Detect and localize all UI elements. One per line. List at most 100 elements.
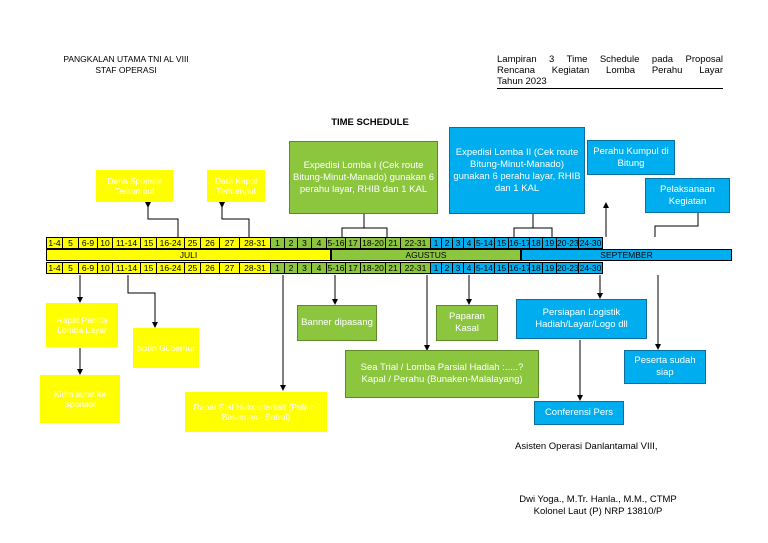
- day-cell-agustus: 2: [285, 237, 298, 249]
- month-agustus: AGUSTUS: [331, 249, 521, 261]
- day-cell-agustus: 21: [386, 237, 401, 249]
- day-cell-juli: 15: [141, 262, 157, 274]
- day-cell-agustus: 17: [346, 237, 361, 249]
- box-pelaksanaan: Pelaksanaan Kegiatan: [645, 178, 730, 213]
- month-juli: JULI: [46, 249, 331, 261]
- day-cell-agustus: 5-16: [327, 237, 346, 249]
- box-banner-text: Banner dipasang: [301, 317, 373, 328]
- signature-name: Dwi Yoga., M.Tr. Hanla., M.M., CTMP: [519, 494, 677, 505]
- box-paparan-text: Paparan Kasal: [449, 311, 485, 334]
- attachment-line-2: Rencana Kegiatan Lomba Perahu Layar: [497, 65, 723, 76]
- box-perahu-kumpul-text: Perahu Kumpul di Bitung: [593, 145, 669, 169]
- day-cell-september: 3: [453, 237, 464, 249]
- day-cell-juli: 11-14: [113, 237, 141, 249]
- day-cell-september: 1: [431, 237, 442, 249]
- day-cell-september: 20-23: [557, 237, 579, 249]
- box-expedisi-2: Expedisi Lomba II (Cek route Bitung-Minu…: [449, 127, 585, 214]
- box-sea-trial: Sea Trial / Lomba Parsial Hadiah :.....?…: [345, 350, 539, 398]
- day-cell-september: 4: [464, 262, 475, 274]
- day-cell-september: 24-30: [579, 237, 603, 249]
- day-cell-juli: 1-4: [46, 262, 63, 274]
- box-dana-sponsor: Dana Sponsor Terkumpul: [96, 170, 173, 202]
- attachment-line-3: Tahun 2023: [497, 76, 547, 87]
- box-data-kapal: Data Kapal Terkumpul: [207, 170, 265, 202]
- box-expedisi-1-text: Expedisi Lomba I (Cek route Bitung-Minut…: [292, 159, 434, 195]
- box-rapat-panitia: Rapat Panitia Lomba Layar: [46, 303, 118, 347]
- day-cell-agustus: 4: [312, 262, 327, 274]
- day-cell-september: 18: [530, 262, 543, 274]
- box-data-kapal-text: Data Kapal Terkumpul: [214, 176, 258, 196]
- day-cell-juli: 25: [185, 262, 201, 274]
- box-expedisi-2-text: Expedisi Lomba II (Cek route Bitung-Minu…: [453, 146, 581, 194]
- org-name: PANGKALAN UTAMA TNI AL VIII: [63, 54, 189, 64]
- box-peserta-text: Peserta sudah siap: [634, 355, 696, 378]
- day-cell-september: 19: [543, 237, 557, 249]
- day-cell-juli: 16-24: [157, 262, 185, 274]
- day-cell-september: 2: [442, 262, 453, 274]
- box-sprin: Sprin Gubernur: [133, 328, 199, 368]
- box-rapat-staf: Rapat Staf Hidros terkait (Polair - Basa…: [185, 392, 327, 432]
- day-cell-agustus: 3: [298, 237, 312, 249]
- org-header: PANGKALAN UTAMA TNI AL VIII STAF OPERASI: [46, 54, 206, 76]
- day-cell-juli: 1-4: [46, 237, 63, 249]
- day-cell-agustus: 2: [285, 262, 298, 274]
- day-cell-juli: 10: [98, 262, 113, 274]
- day-cell-juli: 5: [63, 237, 79, 249]
- day-cell-juli: 11-14: [113, 262, 141, 274]
- day-cell-agustus: 1: [271, 237, 285, 249]
- day-cell-september: 2: [442, 237, 453, 249]
- day-cell-juli: 27: [220, 237, 240, 249]
- day-cell-agustus: 18-20: [361, 237, 386, 249]
- day-cell-september: 15: [495, 262, 509, 274]
- box-peserta: Peserta sudah siap: [624, 350, 706, 384]
- day-cell-september: 4: [464, 237, 475, 249]
- box-sea-trial-text: Sea Trial / Lomba Parsial Hadiah :.....?…: [360, 362, 524, 385]
- box-banner: Banner dipasang: [297, 305, 377, 341]
- attachment-header: Lampiran 3 Time Schedule pada Proposal R…: [497, 54, 723, 89]
- day-cell-juli: 10: [98, 237, 113, 249]
- signature-role: Asisten Operasi Danlantamal VIII,: [515, 441, 658, 452]
- day-cell-juli: 27: [220, 262, 240, 274]
- box-perahu-kumpul: Perahu Kumpul di Bitung: [587, 140, 675, 175]
- box-expedisi-1: Expedisi Lomba I (Cek route Bitung-Minut…: [289, 141, 438, 214]
- day-cell-juli: 6-9: [79, 262, 98, 274]
- attachment-line-1: Lampiran 3 Time Schedule pada Proposal: [497, 54, 723, 65]
- box-kirim-surat-text: Kirim surat ke Sponsor: [54, 389, 106, 409]
- box-dana-sponsor-text: Dana Sponsor Terkumpul: [107, 176, 162, 196]
- box-konferensi-text: Conferensi Pers: [544, 407, 614, 418]
- box-rapat-staf-text: Rapat Staf Hidros terkait (Polair - Basa…: [193, 402, 319, 422]
- day-cell-juli: 26: [201, 237, 220, 249]
- page-title: TIME SCHEDULE: [331, 117, 409, 128]
- day-cell-september: 5-14: [475, 262, 495, 274]
- org-unit: STAF OPERASI: [95, 65, 157, 75]
- day-cell-agustus: 1: [271, 262, 285, 274]
- day-cell-agustus: 5-16: [327, 262, 346, 274]
- day-cell-september: 19: [543, 262, 557, 274]
- box-pelaksanaan-text: Pelaksanaan Kegiatan: [660, 183, 715, 207]
- day-cell-agustus: 21: [386, 262, 401, 274]
- day-cell-september: 16-17: [509, 262, 530, 274]
- day-cell-juli: 16-24: [157, 237, 185, 249]
- box-rapat-panitia-text: Rapat Panitia Lomba Layar: [56, 315, 108, 335]
- day-cell-september: 15: [495, 237, 509, 249]
- day-cell-juli: 6-9: [79, 237, 98, 249]
- day-cell-september: 20-23: [557, 262, 579, 274]
- day-cell-juli: 28-31: [240, 262, 271, 274]
- day-cell-agustus: 22-31: [401, 237, 431, 249]
- month-september: SEPTEMBER: [521, 249, 732, 261]
- day-cell-juli: 15: [141, 237, 157, 249]
- box-sprin-text: Sprin Gubernur: [136, 343, 196, 353]
- day-cell-agustus: 4: [312, 237, 327, 249]
- day-cell-september: 5-14: [475, 237, 495, 249]
- day-cell-agustus: 17: [346, 262, 361, 274]
- day-cell-juli: 25: [185, 237, 201, 249]
- box-konferensi: Conferensi Pers: [534, 401, 624, 425]
- day-cell-agustus: 22-31: [401, 262, 431, 274]
- box-paparan: Paparan Kasal: [436, 305, 498, 341]
- day-cell-juli: 5: [63, 262, 79, 274]
- day-cell-juli: 26: [201, 262, 220, 274]
- day-cell-agustus: 3: [298, 262, 312, 274]
